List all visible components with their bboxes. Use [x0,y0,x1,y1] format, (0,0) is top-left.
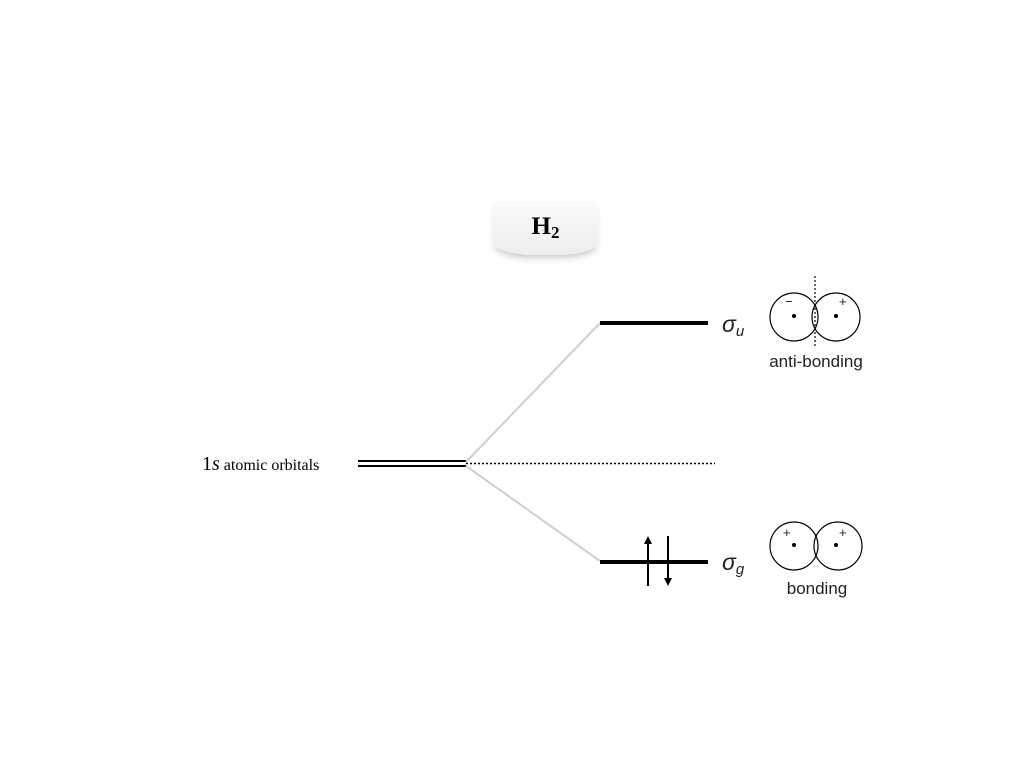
molecule-title: H2 [531,213,560,242]
bonding-left-sign: + [783,525,791,540]
atomic-orbital-level [358,460,466,467]
antibonding-right-sign: + [839,294,847,309]
antibonding-orbital-icon: − + [769,276,861,347]
atomic-orbital-label: 1s atomic orbitals [202,453,319,475]
bonding-label: bonding [787,579,848,598]
correlation-line-antibonding [465,322,601,463]
bonding-symbol: σg [722,549,745,578]
antibonding-label: anti-bonding [769,352,863,371]
antibonding-left-sign: − [785,294,793,309]
bonding-orbital-icon: + + [769,521,863,571]
bonding-right-sign: + [839,525,847,540]
correlation-line-bonding [465,465,601,562]
molecule-title-box: H2 [492,201,599,255]
antibonding-symbol: σu [722,311,745,340]
